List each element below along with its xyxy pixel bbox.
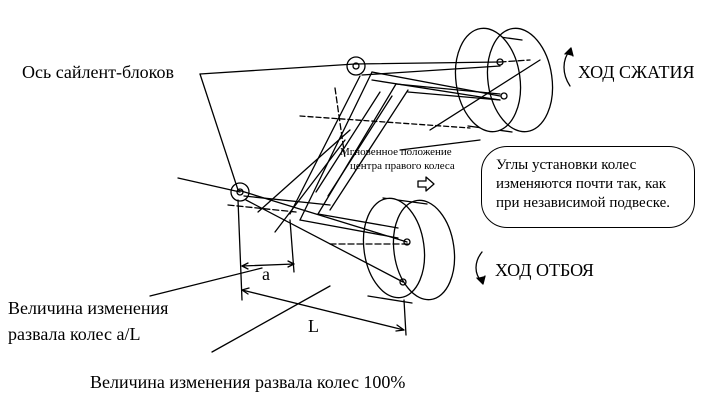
callout-line3: при независимой подвеске. xyxy=(496,194,671,211)
construction-lines xyxy=(177,59,541,245)
callout-box: Углы установки колес изменяются почти та… xyxy=(481,146,695,228)
change-full-label: Величина изменения развала колес 100% xyxy=(90,372,406,392)
rebound-arrow xyxy=(475,251,486,285)
center-label-line2: центра правого колеса xyxy=(350,160,455,172)
suspension-frame xyxy=(230,56,501,283)
compression-label: ХОД СЖАТИЯ xyxy=(578,62,695,82)
callout-line1: Углы установки колес xyxy=(496,157,637,173)
axis-label: Ось сайлент-блоков xyxy=(22,62,175,82)
hollow-arrow xyxy=(417,176,435,192)
compression-arrow xyxy=(563,47,574,87)
dimension-lines xyxy=(237,199,407,336)
dim-a-label: a xyxy=(262,264,270,284)
axis-pointer-lines xyxy=(199,63,356,191)
change-a-line2: развала колес a/L xyxy=(8,324,141,344)
rebound-label: ХОД ОТБОЯ xyxy=(495,260,594,280)
callout-line2: изменяются почти так, как xyxy=(496,175,667,192)
leader-lines xyxy=(149,267,331,353)
center-label-line1: Мгновенное положение xyxy=(340,146,452,158)
change-a-line1: Величина изменения xyxy=(8,298,169,318)
upper-wheel xyxy=(454,27,554,133)
lower-wheel xyxy=(362,197,456,304)
dim-L-label: L xyxy=(308,316,319,336)
